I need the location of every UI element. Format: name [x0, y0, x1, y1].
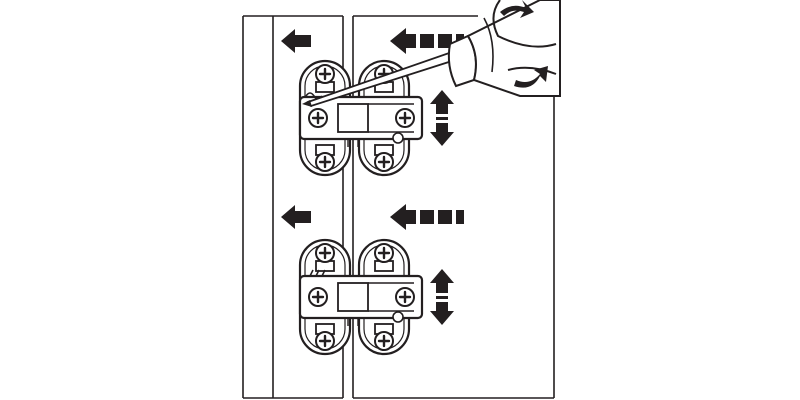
arrow-left-icon — [281, 29, 311, 53]
lower-hinge-knuckle — [298, 269, 424, 326]
double-arrow-vertical-icon — [430, 269, 454, 325]
rotation-arrow-icon — [500, 0, 548, 88]
lower-hinge — [298, 240, 424, 354]
upper-hinge-knuckle — [298, 92, 424, 147]
upper-hinge — [298, 61, 424, 175]
door-outline — [352, 15, 555, 399]
arrow-left-icon — [281, 205, 311, 229]
double-arrow-vertical-icon — [430, 90, 454, 146]
dashed-arrow-left-icon — [390, 204, 464, 230]
